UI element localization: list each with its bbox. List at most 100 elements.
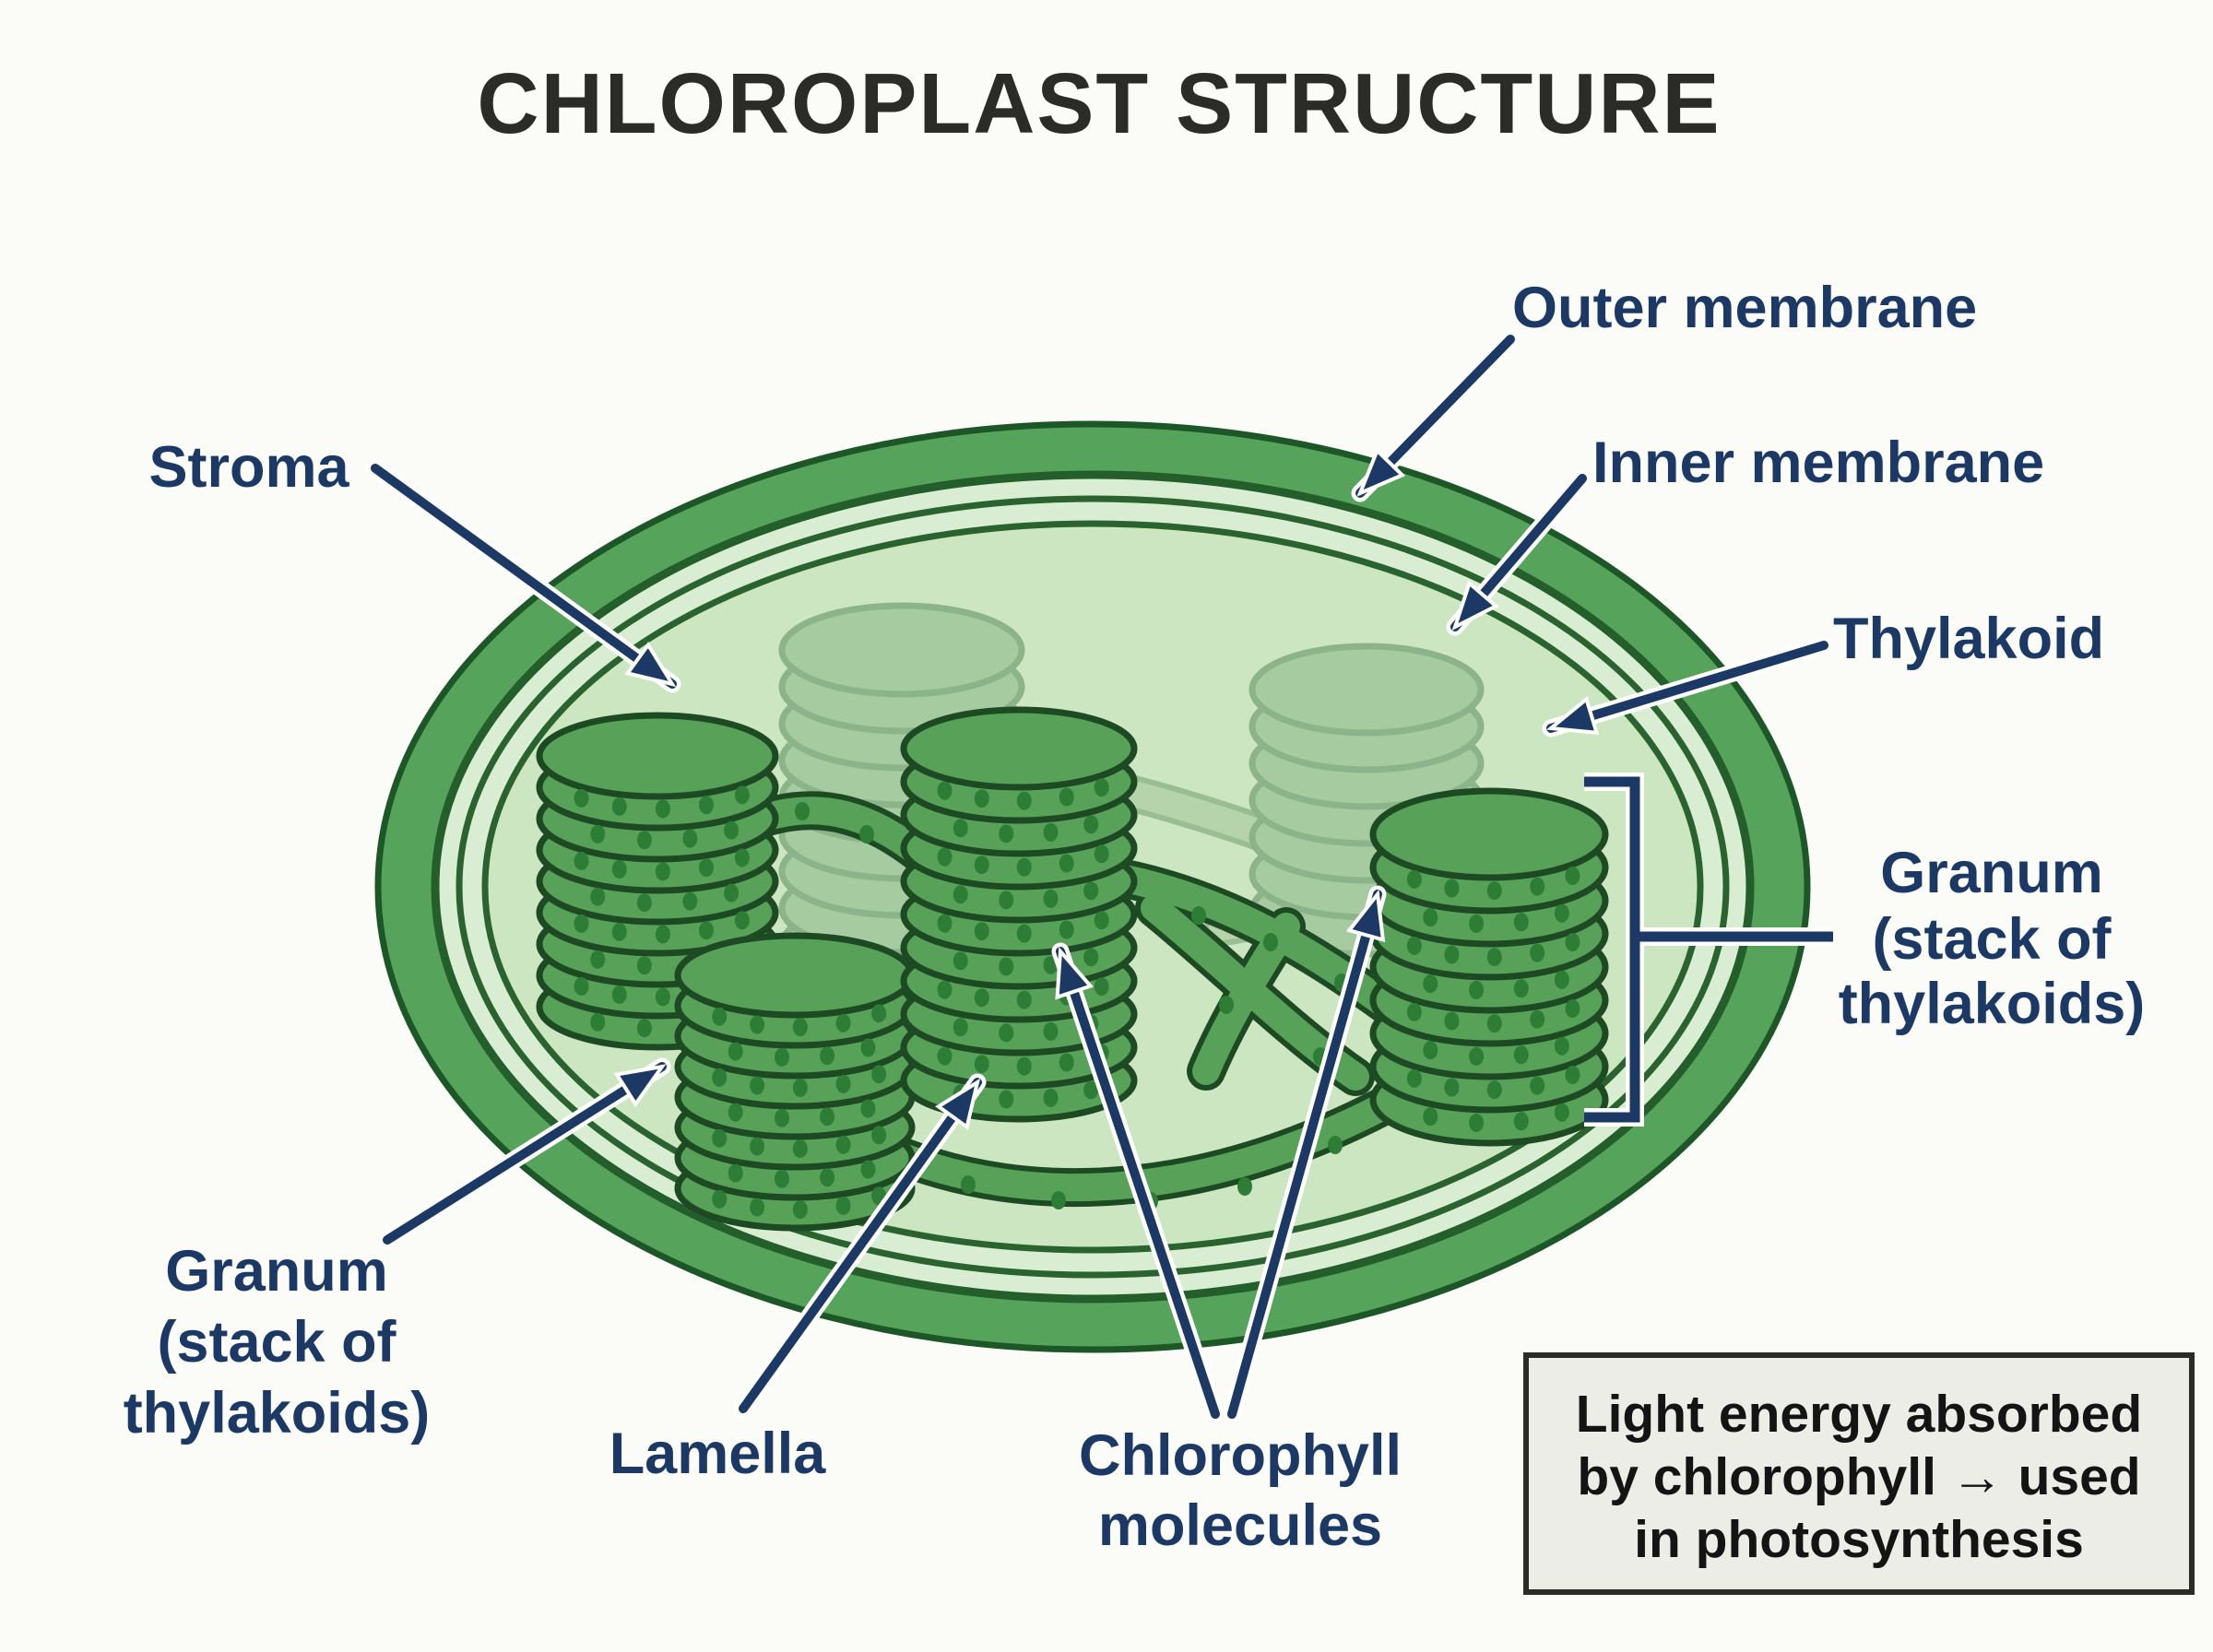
granum-left-line3: thylakoids): [124, 1381, 431, 1446]
chlorophyll-dot: [820, 1107, 835, 1127]
chlorophyll-dot: [611, 985, 627, 1004]
chlorophyll-line2: molecules: [1098, 1493, 1382, 1558]
chlorophyll-dot: [1059, 787, 1074, 807]
chlorophyll-right-arrow: [1223, 885, 1387, 1423]
chlorophyll-dot: [728, 1042, 743, 1061]
chlorophyll-dot: [682, 891, 698, 911]
chlorophyll-dot: [860, 1038, 876, 1057]
chlorophyll-dot: [999, 824, 1014, 844]
chlorophyll-dot: [961, 1175, 976, 1194]
chlorophyll-dot: [792, 1139, 808, 1159]
chlorophyll-dot: [1423, 908, 1438, 927]
arrowhead-icon: [624, 641, 677, 688]
granum-bracket: [1584, 773, 1833, 1127]
chlorophyll-dot: [937, 847, 953, 867]
chlorophyll-dot: [953, 1018, 968, 1037]
granum-stack: [1369, 787, 1609, 1147]
chlorophyll-dot: [1423, 974, 1438, 994]
chlorophyll-dot: [999, 891, 1014, 910]
chlorophyll-dot: [574, 914, 589, 933]
page-title: CHLOROPLAST STRUCTURE: [477, 55, 1721, 151]
chlorophyll-dot: [1328, 1136, 1343, 1154]
chlorophyll-dot: [636, 831, 652, 850]
chlorophyll-dot: [1469, 980, 1485, 999]
thylakoid-label: Thylakoid: [1833, 607, 2104, 671]
chlorophyll-dot: [574, 851, 589, 870]
inner-membrane-arrow: [1446, 469, 1592, 636]
arrowhead-icon: [1345, 889, 1386, 943]
chlorophyll-dot: [724, 820, 740, 840]
chlorophyll-dot: [1083, 948, 1099, 967]
arrowhead-icon: [613, 1064, 667, 1108]
chlorophyll-dot: [590, 824, 606, 844]
chlorophyll-dot: [1191, 906, 1206, 925]
chlorophyll-dot: [734, 911, 750, 930]
chlorophyll-dot: [792, 1200, 808, 1220]
chlorophyll-dot: [750, 1015, 765, 1034]
granum-right-line3: thylakoids): [1839, 972, 2146, 1036]
chlorophyll-dot: [835, 1013, 851, 1032]
chlorophyll-dot: [1094, 911, 1109, 930]
chlorophyll-dot: [611, 859, 627, 879]
chlorophyll-dot: [1016, 924, 1032, 943]
chlorophyll-dot: [1059, 854, 1074, 873]
chlorophyll-dot: [859, 825, 874, 844]
chlorophyll-dot: [871, 1004, 887, 1023]
chlorophyll-dot: [1554, 970, 1569, 989]
thylakoid-arrow: [1542, 636, 1833, 738]
chlorophyll-dot: [774, 1108, 789, 1127]
chlorophyll-dot: [590, 950, 606, 969]
chlorophyll-dot: [974, 922, 989, 941]
inner-membrane-label: Inner membrane: [1592, 431, 2044, 495]
granum-right-line2: (stack of: [1872, 907, 2112, 972]
chlorophyll-dot: [1530, 943, 1545, 962]
granum-stack: [674, 932, 916, 1232]
chlorophyll-dot: [636, 893, 652, 913]
chlorophyll-dot: [1486, 1014, 1502, 1033]
chlorophyll-dot: [1565, 1066, 1580, 1085]
chlorophyll-dot: [974, 856, 989, 875]
chlorophyll-dot: [1016, 1056, 1032, 1076]
chlorophyll-dot: [1513, 979, 1529, 998]
chlorophyll-dot: [937, 1046, 953, 1066]
chlorophyll-dot: [795, 802, 810, 820]
chlorophyll-dot: [611, 796, 627, 816]
chlorophyll-dot: [953, 819, 968, 838]
chlorophyll-dot: [1043, 889, 1059, 908]
chlorophyll-dot: [820, 1046, 835, 1066]
chlorophyll-dot: [835, 1074, 851, 1093]
chlorophyll-dot: [974, 789, 989, 808]
arrowhead-icon: [1055, 947, 1095, 1000]
chlorophyll-dot: [734, 848, 750, 867]
chlorophyll-dot: [1043, 822, 1059, 842]
chlorophyll-dot: [860, 1160, 876, 1179]
granum-right-line1: Granum: [1880, 841, 2103, 905]
info-box-line3: in photosynthesis: [1634, 1510, 2084, 1569]
chlorophyll-left-arrow: [1051, 942, 1225, 1423]
chlorophyll-dot: [1406, 1068, 1422, 1088]
chlorophyll-dot: [1219, 996, 1234, 1014]
granum-right-label: Granum (stack of thylakoids): [1839, 841, 2146, 1036]
chlorophyll-dot: [590, 1012, 606, 1032]
chlorophyll-dot: [937, 914, 953, 933]
chlorophyll-dot: [1444, 1011, 1460, 1031]
arrowhead-icon: [1356, 447, 1406, 497]
stroma-label: Stroma: [148, 435, 349, 500]
chlorophyll-dot: [655, 799, 670, 819]
chlorophyll-dot: [1530, 877, 1545, 896]
chlorophyll-dot: [1444, 879, 1460, 898]
arrowhead-icon: [935, 1078, 981, 1130]
label-arrows: [366, 330, 1833, 1423]
lamella-label: Lamella: [609, 1422, 827, 1486]
chlorophyll-dot: [871, 1065, 887, 1084]
chlorophyll-dot: [712, 1068, 728, 1087]
chlorophyll-dot: [1083, 881, 1099, 901]
chlorophyll-dot: [1565, 999, 1580, 1019]
grana-stacks: [536, 706, 1609, 1232]
chlorophyll-dot: [611, 922, 627, 941]
chlorophyll-dot: [574, 788, 589, 808]
chlorophyll-dot: [682, 829, 698, 848]
chlorophyll-dot: [937, 980, 953, 999]
